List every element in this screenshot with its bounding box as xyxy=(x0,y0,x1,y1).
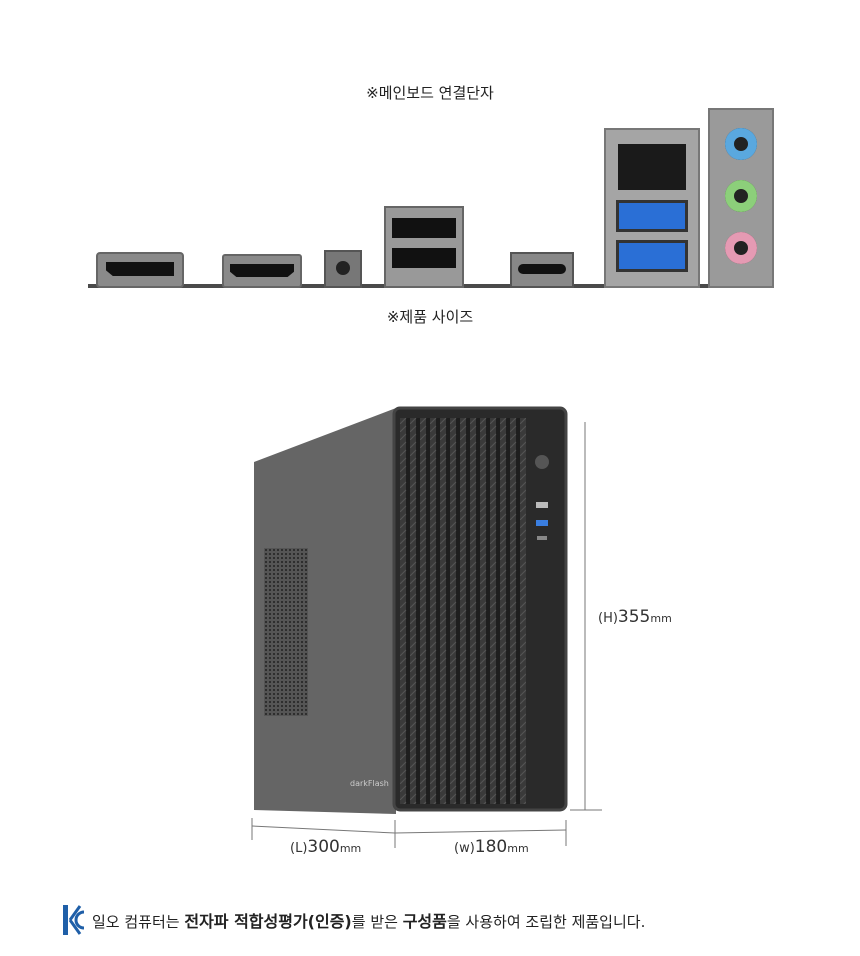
width-dimension: (w)180mm xyxy=(454,837,529,857)
dim-value: 300 xyxy=(307,837,340,857)
dim-prefix: (H) xyxy=(598,611,618,626)
dim-value: 355 xyxy=(617,607,651,627)
bios-button xyxy=(324,250,362,288)
dim-unit: mm xyxy=(339,842,362,855)
ethernet-port xyxy=(618,144,686,190)
dim-prefix: (L) xyxy=(290,841,308,856)
usb3-port xyxy=(616,240,688,272)
dim-unit: mm xyxy=(650,612,672,625)
brand-logo: darkFlash xyxy=(350,779,389,788)
io-panel xyxy=(0,0,860,300)
length-dimension: (L)300mm xyxy=(290,837,361,857)
kc-notice: 일오 컴퓨터는 전자파 적합성평가(인증)를 받은 구성품을 사용하여 조립한 … xyxy=(92,908,645,932)
kc-text: 을 사용하여 조립한 제품입니다. xyxy=(446,913,646,931)
hdmi-port xyxy=(222,254,302,288)
dim-prefix: (w) xyxy=(454,841,475,856)
usb-c-port xyxy=(510,252,574,288)
kc-text-bold: 전자파 적합성평가(인증) xyxy=(184,912,352,931)
dim-unit: mm xyxy=(507,842,529,855)
kc-text-bold: 구성품 xyxy=(402,912,447,931)
audio-jacks xyxy=(708,108,774,288)
pc-case-image: darkFlash xyxy=(251,406,602,848)
size-title: ※제품 사이즈 xyxy=(386,308,474,326)
kc-text: 일오 컴퓨터는 xyxy=(92,913,185,931)
displayport-port xyxy=(96,252,184,288)
kc-mark-icon xyxy=(63,905,85,935)
kc-text: 를 받은 xyxy=(351,913,403,931)
usb3-port xyxy=(616,200,688,232)
lan-usb3-stack xyxy=(604,128,700,288)
height-dimension: (H)355mm xyxy=(598,607,672,627)
usb2-ports xyxy=(384,206,464,288)
dim-value: 180 xyxy=(474,837,508,857)
connectors-title: ※메인보드 연결단자 xyxy=(366,84,494,102)
